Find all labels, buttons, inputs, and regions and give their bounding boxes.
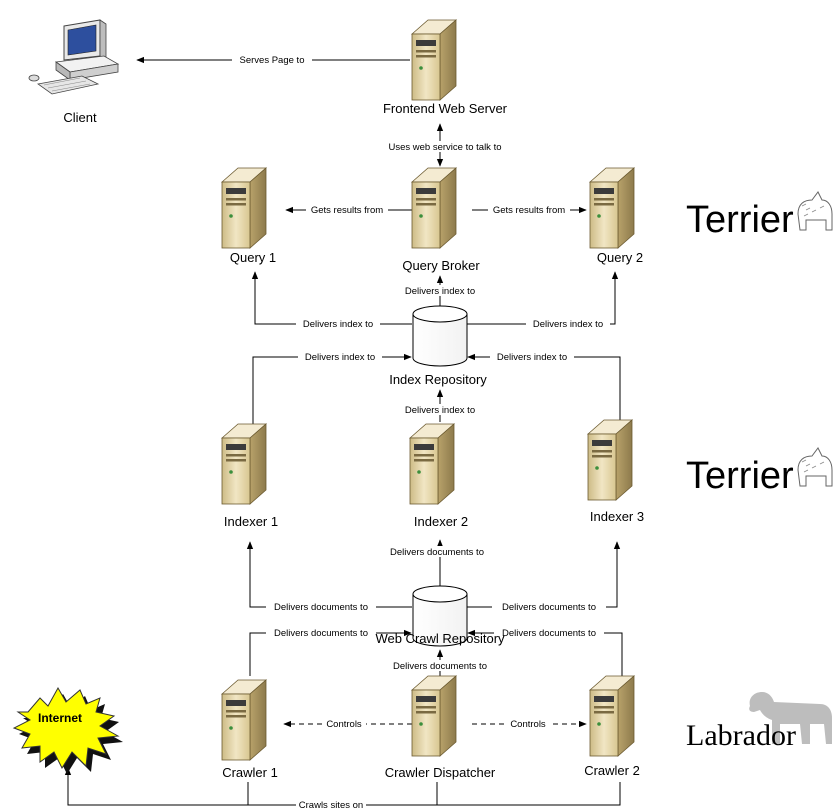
server-icon bbox=[589, 167, 635, 249]
client-label: Client bbox=[63, 110, 97, 125]
edge-ix1-to-repo bbox=[252, 353, 412, 424]
terrier-logo-top: Terrier bbox=[686, 191, 833, 241]
indexer2-label: Indexer 2 bbox=[414, 514, 468, 529]
edge-label-idx-to-broker: Delivers index to bbox=[405, 286, 475, 297]
edge-label-crawls-sites: Crawls sites on bbox=[299, 800, 363, 811]
edge-crawls-sites-crawler2 bbox=[248, 782, 621, 806]
server-icon bbox=[411, 19, 457, 101]
edge-label-serves-page: Serves Page to bbox=[240, 55, 305, 66]
labrador-logo: Labrador bbox=[686, 692, 832, 752]
edge-label-docs-to-ix2: Delivers documents to bbox=[390, 547, 484, 558]
terrier-top-label: Terrier bbox=[686, 199, 794, 241]
internet-label: Internet bbox=[38, 711, 82, 725]
crawler1-node: Crawler 1 bbox=[221, 679, 278, 780]
crawler1-label: Crawler 1 bbox=[222, 765, 278, 780]
server-icon bbox=[221, 167, 267, 249]
dispatcher-node: Crawler Dispatcher bbox=[385, 675, 496, 780]
indexer1-node: Indexer 1 bbox=[221, 423, 278, 529]
index-repository-node: Index Repository bbox=[389, 305, 487, 387]
server-icon bbox=[587, 419, 633, 501]
database-icon bbox=[412, 305, 468, 367]
crawler2-node: Crawler 2 bbox=[584, 675, 640, 778]
edge-label-docs-to-ix3: Delivers documents to bbox=[502, 602, 596, 613]
frontend-label: Frontend Web Server bbox=[383, 101, 508, 116]
broker-label: Query Broker bbox=[402, 258, 480, 273]
broker-node: Query Broker bbox=[402, 167, 480, 273]
indexer3-node: Indexer 3 bbox=[587, 419, 644, 524]
crawler2-label: Crawler 2 bbox=[584, 763, 640, 778]
computer-icon bbox=[28, 19, 120, 95]
query1-label: Query 1 bbox=[230, 250, 276, 265]
edge-label-c2-to-crawl: Delivers documents to bbox=[502, 628, 596, 639]
crawl-repo-label: Web Crawl Repository bbox=[375, 631, 505, 646]
labrador-label: Labrador bbox=[686, 719, 796, 752]
server-icon bbox=[221, 423, 267, 505]
labrador-dog-icon bbox=[749, 692, 832, 744]
edge-label-disp-to-crawl: Delivers documents to bbox=[393, 661, 487, 672]
indexer3-label: Indexer 3 bbox=[590, 509, 644, 524]
edge-label-idx-to-q2: Delivers index to bbox=[533, 319, 603, 330]
terrier-dog-icon bbox=[797, 191, 833, 231]
edge-label-gets-results-1: Gets results from bbox=[311, 205, 383, 216]
web-crawl-repository-node: Web Crawl Repository bbox=[375, 585, 505, 647]
server-icon bbox=[411, 167, 457, 249]
edge-idx-to-q2 bbox=[467, 271, 619, 325]
edge-label-gets-results-2: Gets results from bbox=[493, 205, 565, 216]
dispatcher-label: Crawler Dispatcher bbox=[385, 765, 496, 780]
terrier-mid-label: Terrier bbox=[686, 455, 794, 497]
server-icon bbox=[589, 675, 635, 757]
edge-label-controls-1: Controls bbox=[326, 719, 362, 730]
internet-burst-icon bbox=[12, 686, 120, 770]
query2-label: Query 2 bbox=[597, 250, 643, 265]
frontend-server-node: Frontend Web Server bbox=[383, 19, 508, 116]
edge-label-web-service: Uses web service to talk to bbox=[389, 142, 502, 153]
server-icon bbox=[409, 423, 455, 505]
index-repo-label: Index Repository bbox=[389, 372, 487, 387]
internet-node: Internet bbox=[12, 686, 123, 774]
query1-node: Query 1 bbox=[221, 167, 276, 265]
edge-label-ix1-to-repo: Delivers index to bbox=[305, 352, 375, 363]
edge-label-controls-2: Controls bbox=[510, 719, 546, 730]
edge-label-ix2-to-repo: Delivers index to bbox=[405, 405, 475, 416]
terrier-logo-middle: Terrier bbox=[686, 447, 833, 497]
indexer2-node: Indexer 2 bbox=[409, 423, 468, 529]
connectors bbox=[64, 56, 623, 806]
client-node: Client bbox=[28, 19, 120, 125]
server-icon bbox=[221, 679, 267, 761]
edge-label-idx-to-q1: Delivers index to bbox=[303, 319, 373, 330]
server-icon bbox=[411, 675, 457, 757]
edge-idx-to-q1 bbox=[251, 271, 412, 325]
indexer1-label: Indexer 1 bbox=[224, 514, 278, 529]
terrier-dog-icon bbox=[797, 447, 833, 487]
edge-crawls-sites bbox=[64, 767, 249, 806]
edge-label-docs-to-ix1: Delivers documents to bbox=[274, 602, 368, 613]
query2-node: Query 2 bbox=[589, 167, 643, 265]
edge-ix3-to-repo bbox=[467, 353, 621, 424]
edge-labels: Serves Page to Uses web service to talk … bbox=[232, 54, 610, 811]
edge-label-ix3-to-repo: Delivers index to bbox=[497, 352, 567, 363]
edge-label-c1-to-crawl: Delivers documents to bbox=[274, 628, 368, 639]
